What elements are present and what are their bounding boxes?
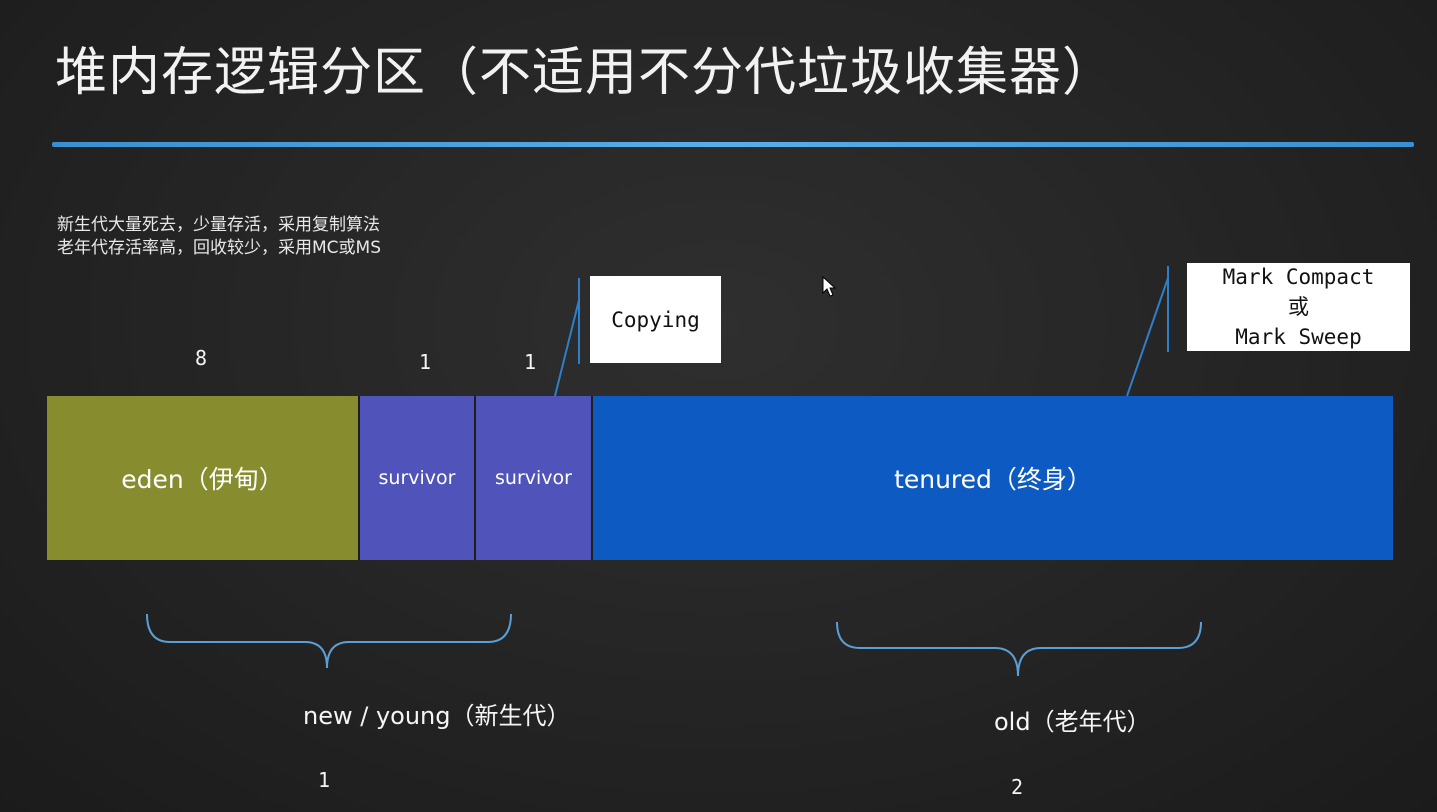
old-generation-ratio: 2 bbox=[1011, 775, 1024, 799]
survivor2-label: survivor bbox=[495, 467, 572, 489]
tenured-label: tenured（终身） bbox=[894, 465, 1092, 494]
title-underline bbox=[52, 142, 1414, 147]
copying-label: Copying bbox=[611, 307, 700, 332]
mark-sweep-label: Mark Sweep bbox=[1235, 325, 1362, 349]
notes-block: 新生代大量死去，少量存活，采用复制算法 老年代存活率高，回收较少，采用MC或MS bbox=[57, 214, 381, 260]
note-line-young: 新生代大量死去，少量存活，采用复制算法 bbox=[57, 215, 380, 235]
tenured-segment: tenured（终身） bbox=[591, 396, 1393, 560]
eden-segment: eden（伊甸） bbox=[47, 396, 358, 560]
eden-ratio: 8 bbox=[195, 346, 208, 370]
survivor2-segment: survivor bbox=[474, 396, 591, 560]
young-brace bbox=[146, 613, 512, 669]
mouse-cursor-icon bbox=[822, 276, 837, 297]
survivor2-ratio: 1 bbox=[524, 350, 537, 374]
eden-label: eden（伊甸） bbox=[121, 465, 284, 494]
survivor1-ratio: 1 bbox=[419, 350, 432, 374]
survivor1-label: survivor bbox=[378, 467, 456, 489]
copying-callout: Copying bbox=[590, 276, 721, 363]
old-brace bbox=[836, 621, 1202, 677]
note-line-old: 老年代存活率高，回收较少，采用MC或MS bbox=[57, 238, 381, 258]
copying-connector-diagonal bbox=[554, 299, 580, 397]
survivor1-segment: survivor bbox=[358, 396, 474, 560]
mark-connector-diagonal bbox=[1126, 277, 1169, 397]
mark-callout: Mark Compact 或 Mark Sweep bbox=[1187, 263, 1410, 351]
old-generation-label: old（老年代） bbox=[994, 708, 1151, 736]
mark-or-label: 或 bbox=[1288, 295, 1309, 319]
mark-compact-label: Mark Compact bbox=[1222, 265, 1375, 289]
young-generation-ratio: 1 bbox=[318, 768, 331, 792]
slide-title: 堆内存逻辑分区（不适用不分代垃圾收集器） bbox=[55, 43, 1116, 103]
young-generation-label: new / young（新生代） bbox=[303, 702, 571, 730]
